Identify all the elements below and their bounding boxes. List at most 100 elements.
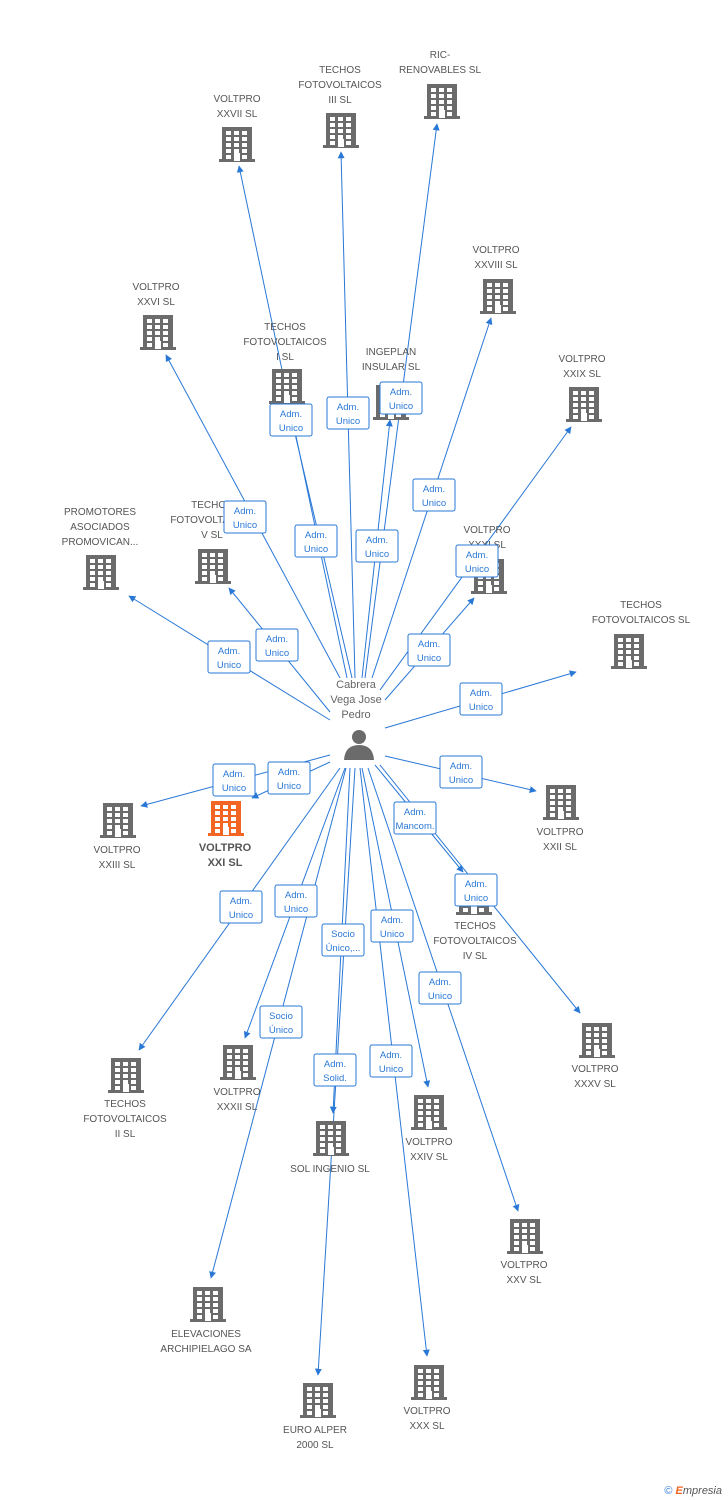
- edge-label-text: Unico: [389, 401, 413, 412]
- edge-label-text: Adm.: [324, 1059, 346, 1070]
- company-name: 2000 SL: [296, 1440, 334, 1451]
- building-icon: [507, 1219, 543, 1254]
- building-icon: [269, 369, 305, 404]
- edge-label-voltpro-xxii[interactable]: Adm. Unico: [439, 755, 483, 789]
- edge-label-voltpro-xxvi[interactable]: Adm.Unico: [223, 500, 267, 534]
- company-name: ARCHIPIELAGO SA: [160, 1344, 251, 1355]
- edge-label-techos-fotovoltaicos-i[interactable]: Adm.Unico: [294, 524, 338, 558]
- brand-name: mpresia: [682, 1485, 722, 1497]
- company-name: XXIV SL: [410, 1152, 448, 1163]
- company-name: I SL: [276, 352, 294, 363]
- edge-label-voltpro-xxix[interactable]: Adm. Unico: [455, 544, 499, 578]
- edge-label-voltpro-xxviii[interactable]: Adm.Unico: [412, 478, 456, 512]
- company-name: VOLTPRO: [132, 282, 179, 293]
- company-name: XXXV SL: [574, 1079, 616, 1090]
- edge-label-text: Adm.: [429, 977, 451, 988]
- edge-label-promotores-asociados[interactable]: Adm.Unico: [207, 640, 251, 674]
- edge-label-voltpro-xxxv[interactable]: Adm. Unico: [454, 873, 498, 907]
- edge-label-text: Unico: [464, 893, 488, 904]
- edge-label-text: Adm.: [381, 915, 403, 926]
- company-name: FOTOVOLTAICOS: [243, 337, 327, 348]
- edge-label-voltpro-xxv[interactable]: Adm.Unico: [418, 971, 462, 1005]
- building-icon: [313, 1121, 349, 1156]
- edge-label-text: Adm.: [278, 767, 300, 778]
- edge-label-text: Adm.: [218, 646, 240, 657]
- edge-label-voltpro-xxxi[interactable]: Adm.Unico: [407, 633, 451, 667]
- edge-label-sol-ingenio[interactable]: Adm.Solid.: [313, 1053, 357, 1087]
- edge-label-text: Unico: [233, 520, 257, 531]
- edge-label-text: Unico: [222, 783, 246, 794]
- company-name: XXII SL: [543, 842, 577, 853]
- edge-label-text: Único: [269, 1025, 293, 1036]
- edge-label-text: Unico: [449, 775, 473, 786]
- company-name: PROMOTORES: [64, 507, 136, 518]
- edge-label-text: Unico: [465, 564, 489, 575]
- edge-label-text: Adm.: [466, 550, 488, 561]
- company-name: VOLTPRO: [558, 354, 605, 365]
- edge-label-techos-fotovoltaicos-ii[interactable]: Adm. Unico: [219, 890, 263, 924]
- edge-label-text: Adm.: [230, 896, 252, 907]
- building-icon: [140, 315, 176, 350]
- edge-label-techos-fotovoltaicos-sl[interactable]: Adm.Unico: [459, 682, 503, 716]
- edge-label-text: Adm.: [380, 1050, 402, 1061]
- edge-label-text: Adm.: [450, 761, 472, 772]
- footer-brand: © Empresia: [664, 1485, 722, 1497]
- edge-label-techos-fotovoltaicos-v[interactable]: Adm.Unico: [255, 628, 299, 662]
- edge-label-voltpro-xxvii[interactable]: Adm.Unico: [269, 403, 313, 437]
- company-name: FOTOVOLTAICOS: [298, 80, 382, 91]
- company-name: TECHOS: [454, 921, 496, 932]
- edge-label-euro-alper[interactable]: SocioÚnico,...: [321, 923, 365, 957]
- edge-label-techos-fotovoltaicos-iii[interactable]: Adm.Unico: [326, 396, 370, 430]
- person-name: Vega Jose: [330, 694, 381, 706]
- company-node-promotores-asociados[interactable]: PROMOTORESASOCIADOSPROMOVICAN...: [62, 507, 139, 590]
- company-name: INSULAR SL: [362, 362, 421, 373]
- company-name: III SL: [328, 95, 352, 106]
- edge-label-text: Unico: [304, 544, 328, 555]
- building-icon: [219, 127, 255, 162]
- edge-label-voltpro-xxiv[interactable]: Adm.Unico: [370, 909, 414, 943]
- company-node-sol-ingenio[interactable]: SOL INGENIO SL: [290, 1121, 370, 1175]
- company-name: VOLTPRO: [403, 1406, 450, 1417]
- company-name: VOLTPRO: [213, 1087, 260, 1098]
- edge-label-text: Unico: [229, 910, 253, 921]
- edge-label-voltpro-xxx[interactable]: Adm.Unico: [369, 1044, 413, 1078]
- company-node-ric-renovables[interactable]: RIC-RENOVABLES SL: [399, 50, 482, 119]
- edge-label-voltpro-xxi[interactable]: Adm.Unico: [267, 761, 311, 795]
- edge-label-text: Adm.: [465, 879, 487, 890]
- building-icon: [300, 1383, 336, 1418]
- company-name: FOTOVOLTAICOS: [170, 515, 254, 526]
- edge-label-voltpro-xxiii[interactable]: Adm.Unico: [212, 763, 256, 797]
- building-icon: [411, 1095, 447, 1130]
- edge-label-ingeplan-insular[interactable]: Adm.Unico: [355, 529, 399, 563]
- edge-label-ric-renovables[interactable]: Adm.Unico: [379, 381, 423, 415]
- edge-label-voltpro-xxxii[interactable]: Adm.Unico: [274, 884, 318, 918]
- edge-labels-layer: Adm.UnicoAdm.UnicoAdm.UnicoAdm.UnicoAdm.…: [207, 381, 503, 1087]
- building-icon: [424, 84, 460, 119]
- edge-label-techos-fotovoltaicos-iv[interactable]: Adm.Mancom.: [393, 801, 437, 835]
- company-name: VOLTPRO: [213, 94, 260, 105]
- company-name: ASOCIADOS: [70, 522, 130, 533]
